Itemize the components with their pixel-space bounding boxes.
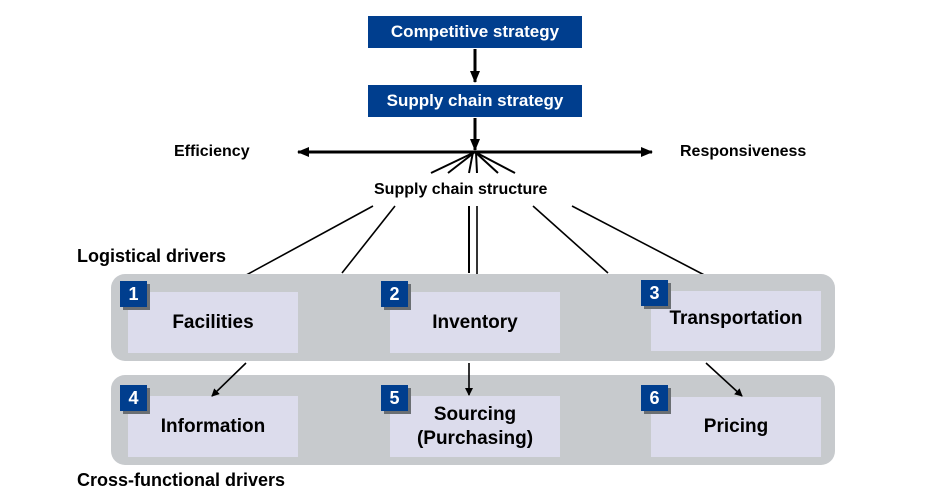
driver-label: Facilities [172, 311, 254, 333]
driver-label: Information [160, 415, 266, 437]
driver-label: Pricing [703, 416, 769, 437]
driver-number-badge: 5 [381, 385, 408, 411]
fan-line [430, 151, 476, 174]
line-to-transport-row [532, 205, 609, 274]
driver-number-badge: 3 [641, 280, 668, 306]
fan-line [474, 151, 516, 174]
driver-number-badge: 6 [641, 385, 668, 411]
badge-number: 6 [649, 387, 660, 408]
supply-chain-strategy-box: Supply chain strategy [368, 85, 582, 117]
fan-line [468, 151, 474, 174]
driver-pricing: Pricing [651, 397, 821, 457]
arrow-to-pricing [705, 362, 743, 397]
fan-line [475, 151, 478, 174]
driver-facilities: Facilities [128, 292, 298, 353]
logistical-drivers-title: Logistical drivers [77, 246, 227, 266]
driver-sourcing: Sourcing (Purchasing) [390, 396, 560, 457]
driver-number-badge: 4 [120, 385, 147, 411]
badge-number: 2 [389, 283, 400, 304]
badge-number: 3 [649, 282, 660, 303]
fan-line [447, 151, 476, 174]
driver-information: Information [128, 396, 298, 457]
competitive-strategy-box: Competitive strategy [368, 16, 582, 48]
driver-transportation: Transportation [651, 291, 821, 351]
efficiency-label: Efficiency [174, 143, 250, 160]
line-to-facilities-row [341, 205, 396, 274]
competitive-strategy-label: Competitive strategy [390, 22, 560, 41]
arrow-to-information [211, 362, 247, 397]
driver-number-badge: 1 [120, 281, 147, 307]
supply-chain-strategy-label: Supply chain strategy [386, 91, 564, 110]
badge-number: 5 [389, 387, 400, 408]
driver-label: Sourcing (Purchasing) [416, 403, 534, 449]
driver-label: Transportation [669, 308, 803, 329]
driver-label: Inventory [432, 311, 518, 333]
cross-functional-drivers-title: Cross-functional drivers [77, 470, 286, 490]
driver-inventory: Inventory [390, 292, 560, 353]
driver-number-badge: 2 [381, 281, 408, 307]
badge-number: 4 [128, 387, 139, 408]
supply-chain-structure-label: Supply chain structure [374, 181, 548, 198]
responsiveness-label: Responsiveness [680, 143, 807, 160]
fan-line [474, 151, 499, 174]
badge-number: 1 [128, 283, 139, 304]
